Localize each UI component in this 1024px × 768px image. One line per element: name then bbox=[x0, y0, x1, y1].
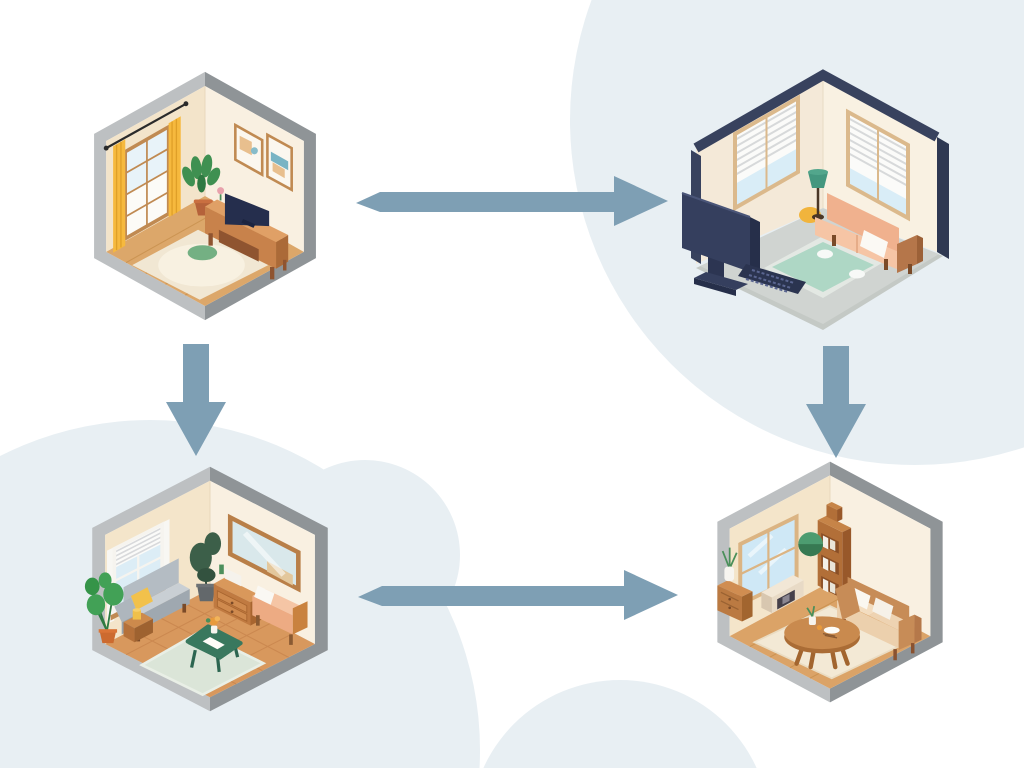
arrow-bottom-right bbox=[358, 570, 678, 620]
node-room-top-left bbox=[75, 63, 335, 329]
round-rug bbox=[132, 229, 269, 300]
hanging-plant bbox=[798, 532, 823, 557]
peach-sofa bbox=[815, 193, 923, 274]
sewing-machine bbox=[224, 568, 242, 587]
yellow-pillow bbox=[130, 587, 153, 610]
white-pillow bbox=[860, 230, 888, 258]
computer-monitor bbox=[681, 192, 760, 296]
drawer-cabinet bbox=[717, 547, 753, 622]
green-bottle bbox=[219, 564, 224, 575]
table-runner bbox=[202, 637, 225, 650]
window-yellow-curtains bbox=[103, 101, 189, 253]
arrow-left-down bbox=[166, 344, 226, 456]
white-pillow bbox=[254, 585, 275, 605]
wall-mirror bbox=[227, 513, 301, 593]
node-room-bottom-right bbox=[698, 453, 962, 711]
bookshelf bbox=[817, 502, 852, 598]
wood-side-table bbox=[123, 608, 153, 643]
keyboard bbox=[738, 264, 806, 294]
fireplace-unit bbox=[761, 575, 804, 613]
node-room-top-right bbox=[660, 58, 960, 348]
television bbox=[224, 193, 270, 228]
potted-plant bbox=[182, 154, 221, 216]
cream-sofa bbox=[835, 576, 922, 661]
shelf-books bbox=[821, 532, 839, 597]
window-blinds-left bbox=[733, 94, 800, 212]
tall-dark-plant bbox=[189, 532, 222, 602]
daybed bbox=[252, 585, 308, 645]
leafy-plant bbox=[84, 572, 124, 644]
window-blinds-right bbox=[846, 108, 910, 222]
green-coffee-table bbox=[185, 616, 243, 673]
arrow-right-down bbox=[806, 346, 866, 458]
flower-vase bbox=[217, 187, 225, 201]
node-room-bottom-left bbox=[72, 458, 348, 720]
plate bbox=[823, 626, 840, 634]
arrow-top-right bbox=[356, 176, 668, 226]
round-coffee-table bbox=[784, 605, 860, 670]
white-pillow bbox=[872, 597, 894, 620]
white-vase bbox=[724, 566, 735, 582]
curtain-rod bbox=[105, 102, 187, 150]
roof-trim bbox=[693, 69, 940, 153]
sage-rug bbox=[139, 630, 267, 697]
wall-art-frames bbox=[234, 122, 293, 193]
